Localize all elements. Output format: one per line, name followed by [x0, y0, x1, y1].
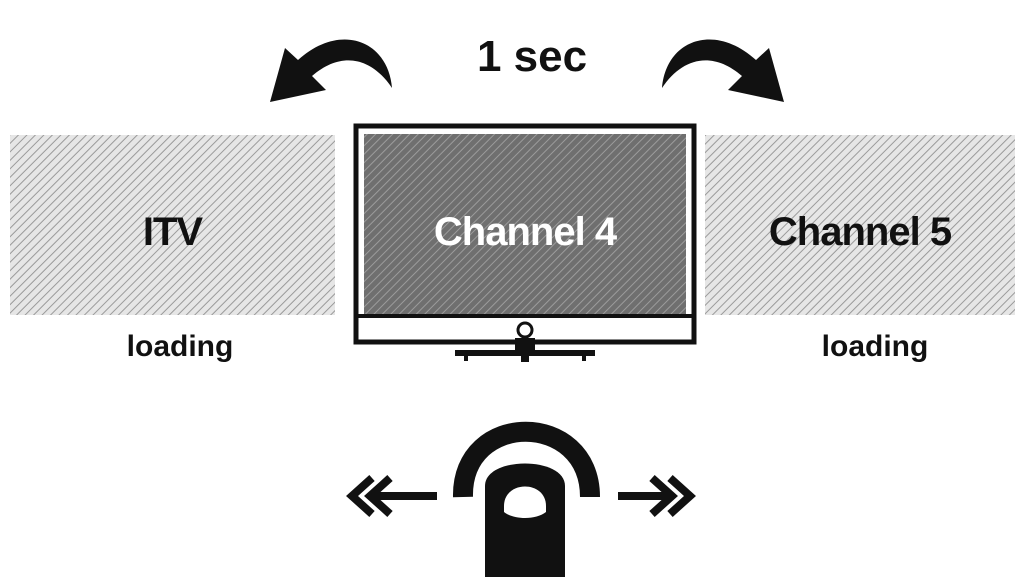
right-channel-status: loading — [821, 330, 929, 363]
left-channel-name: ITV — [142, 210, 203, 254]
right-channel-panel — [705, 135, 1015, 315]
left-channel-status: loading — [126, 330, 234, 363]
double-chevron-left-arrow-icon — [346, 475, 437, 517]
left-channel-panel — [10, 135, 335, 315]
curved-arrow-left-icon — [270, 39, 392, 102]
curved-arrow-right-icon — [662, 39, 784, 102]
center-channel-name: Channel 4 — [433, 210, 617, 254]
time-label: 1 sec — [476, 32, 588, 81]
tv-icon — [353, 123, 697, 362]
double-chevron-right-arrow-icon — [618, 475, 696, 517]
swipe-arc — [452, 421, 600, 498]
tv-screen — [364, 134, 686, 314]
right-channel-name: Channel 5 — [768, 210, 952, 254]
finger-swipe-icon — [485, 463, 565, 577]
